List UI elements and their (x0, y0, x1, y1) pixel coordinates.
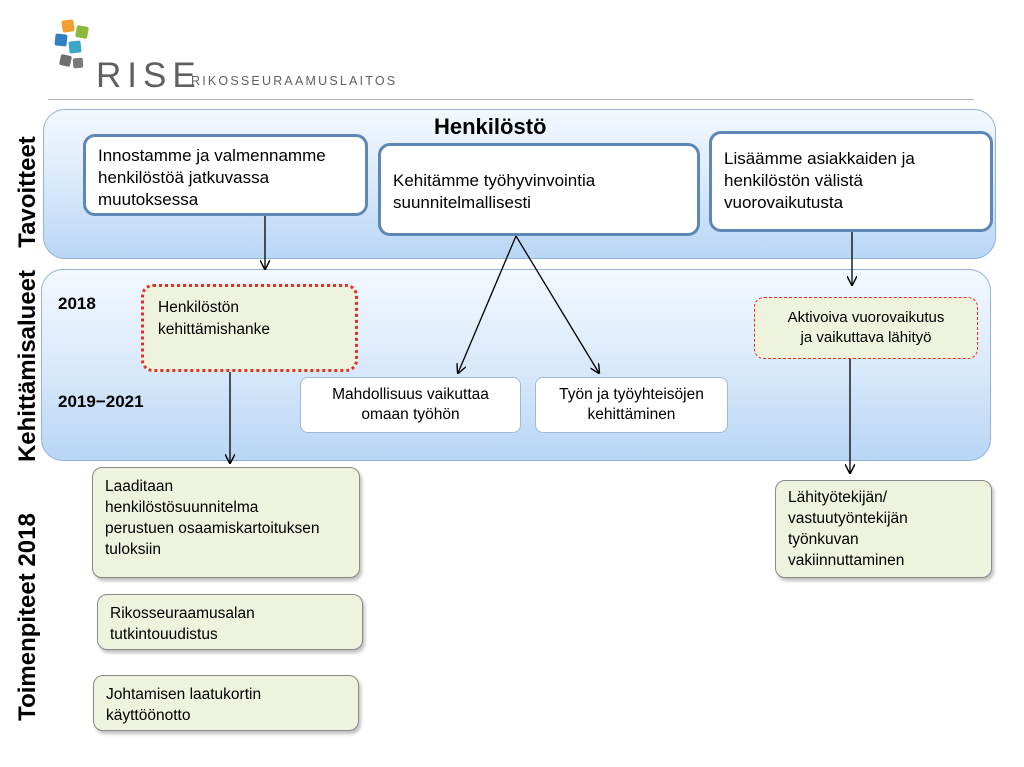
action-box-scorecard: Johtamisen laatukortin käyttöönotto (93, 675, 359, 731)
year-2019-2021-label: 2019−2021 (58, 392, 144, 411)
action-box-degree: Rikosseuraamusalan tutkintouudistus (97, 594, 363, 650)
logo-wordmark: RISE (96, 56, 202, 95)
logo-subtitle: RIKOSSEURAAMUSLAITOS (191, 74, 398, 88)
arrow-wellbeing-to-influence (458, 235, 517, 373)
goal-box-wellbeing: Kehitämme työhyvinvointia suunnitelmalli… (378, 143, 700, 236)
goal-box-coaching: Innostamme ja valmennamme henkilöstöä ja… (83, 134, 368, 216)
interaction-box: Aktivoiva vuorovaikutus ja vaikuttava lä… (754, 297, 978, 359)
action-box-supervisor: Lähityötekijän/ vastuutyöntekijän työnku… (775, 480, 992, 578)
development-project-box: Henkilöstön kehittämishanke (141, 284, 358, 372)
goal-box-interaction: Lisäämme asiakkaiden ja henkilöstön väli… (709, 131, 993, 232)
influence-box: Mahdollisuus vaikuttaa omaan työhön (300, 377, 521, 433)
year-2018-label: 2018 (58, 294, 96, 313)
goals-title: Henkilöstö (434, 114, 547, 139)
header-divider (48, 99, 974, 100)
work-development-box: Työn ja työyhteisöjen kehittäminen (535, 377, 728, 433)
arrow-wellbeing-to-workdev (515, 235, 599, 373)
action-box-plan: Laaditaan henkilöstösuunnitelma perustue… (92, 467, 360, 578)
